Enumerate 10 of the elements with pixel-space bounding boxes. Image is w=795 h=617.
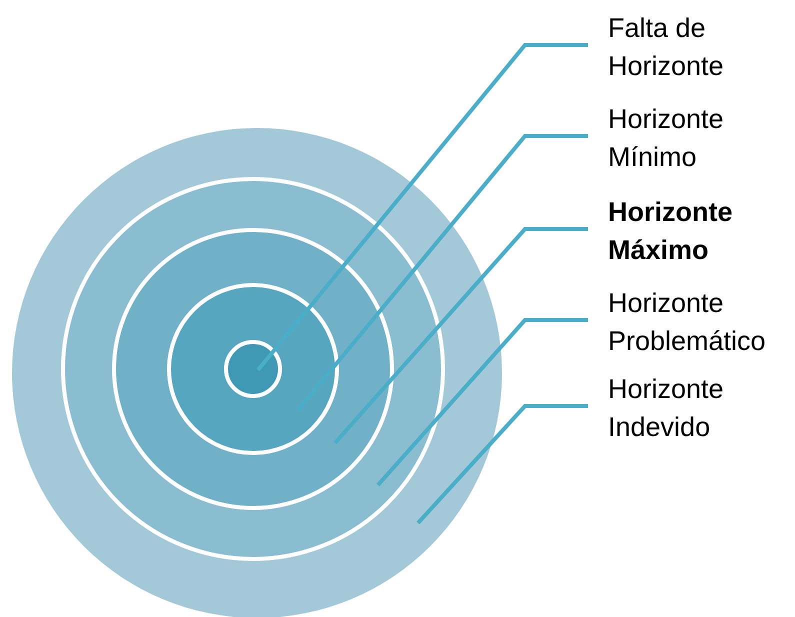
label-text: Horizonte Problemático: [590, 284, 790, 360]
leader-line: [376, 318, 588, 486]
leader-line: [334, 227, 588, 444]
leader-line: [416, 404, 588, 524]
label-text: Horizonte Mínimo: [590, 100, 790, 176]
leader-line: [296, 134, 588, 412]
label-text: Horizonte Indevido: [590, 370, 790, 446]
label-text: Horizonte Máximo: [590, 193, 790, 269]
label-text: Falta de Horizonte: [590, 9, 790, 85]
leader-line: [256, 43, 588, 372]
